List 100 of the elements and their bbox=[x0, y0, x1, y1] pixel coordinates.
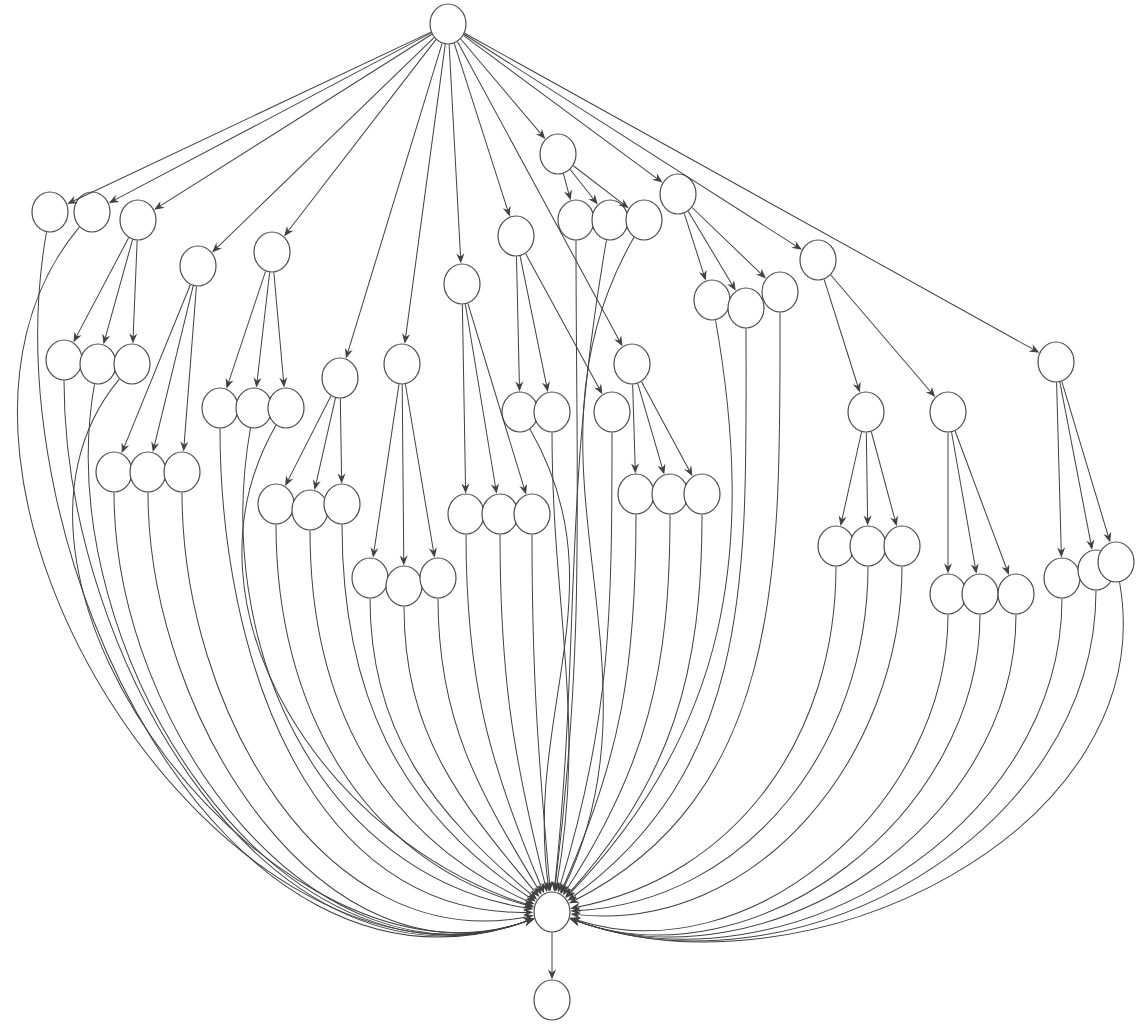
circle-node bbox=[883, 525, 921, 567]
arrow bbox=[338, 398, 345, 483]
circle-node bbox=[235, 387, 273, 429]
arrow bbox=[565, 514, 703, 897]
circle-node bbox=[997, 573, 1035, 615]
arrow bbox=[557, 432, 613, 892]
arrow bbox=[463, 33, 802, 250]
circle-node bbox=[119, 199, 157, 241]
circle-node bbox=[257, 483, 295, 525]
arrow bbox=[951, 431, 979, 573]
arrow bbox=[1056, 382, 1065, 557]
arrow bbox=[691, 207, 766, 279]
arrow bbox=[551, 432, 570, 891]
arrow bbox=[562, 173, 572, 200]
arrow bbox=[465, 534, 545, 893]
circle-node bbox=[1037, 341, 1075, 383]
arrow bbox=[529, 428, 571, 891]
arrow bbox=[464, 32, 1039, 353]
arrow bbox=[515, 256, 523, 391]
circle-node bbox=[961, 573, 999, 615]
arrow bbox=[560, 514, 637, 893]
arrow bbox=[448, 44, 464, 263]
circle-node bbox=[693, 279, 731, 321]
circle-node bbox=[45, 339, 83, 381]
arrow bbox=[402, 43, 446, 343]
arrow bbox=[403, 606, 539, 897]
circle-node bbox=[323, 483, 361, 525]
arrow bbox=[457, 41, 623, 346]
arrow bbox=[275, 524, 534, 909]
arrow bbox=[285, 395, 332, 486]
circle-node bbox=[79, 343, 117, 385]
circle-node bbox=[557, 199, 595, 241]
arrow bbox=[864, 432, 871, 525]
circle-node bbox=[163, 451, 201, 493]
circle-node bbox=[533, 391, 571, 433]
arrow bbox=[525, 253, 603, 394]
arrow bbox=[273, 272, 287, 387]
arrow bbox=[309, 530, 534, 905]
arrow bbox=[437, 598, 542, 895]
arrow bbox=[400, 384, 408, 565]
circle-node bbox=[683, 473, 721, 515]
circle-node bbox=[847, 391, 885, 433]
arrow bbox=[254, 271, 271, 387]
arrow bbox=[154, 33, 433, 210]
circle-node bbox=[129, 451, 167, 493]
circle-node bbox=[513, 493, 551, 535]
arrow bbox=[683, 212, 707, 280]
arrow bbox=[370, 383, 400, 557]
circle-node bbox=[501, 391, 539, 433]
arrow bbox=[531, 534, 553, 891]
circle-node bbox=[267, 387, 305, 429]
arrow bbox=[464, 303, 499, 493]
circle-node bbox=[429, 3, 467, 45]
circle-node bbox=[385, 565, 423, 607]
arrow bbox=[369, 598, 537, 900]
circle-node bbox=[539, 133, 577, 175]
arrow bbox=[954, 430, 1010, 575]
circle-node bbox=[929, 573, 967, 615]
circle-node bbox=[591, 199, 629, 241]
circle-node bbox=[31, 191, 69, 233]
circle-node bbox=[1043, 557, 1081, 599]
arrow bbox=[313, 397, 336, 490]
circle-node bbox=[447, 493, 485, 535]
arrow bbox=[461, 304, 469, 493]
circle-node bbox=[625, 199, 663, 241]
arrow bbox=[572, 165, 629, 208]
arrow bbox=[499, 534, 549, 892]
circle-node bbox=[419, 557, 457, 599]
circle-node bbox=[497, 215, 535, 257]
arrow bbox=[870, 431, 898, 526]
arrow bbox=[563, 514, 671, 895]
circle-node bbox=[659, 173, 697, 215]
circle-node bbox=[321, 357, 359, 399]
arrow bbox=[1059, 381, 1094, 550]
circle-node bbox=[533, 891, 571, 933]
arrow bbox=[462, 34, 662, 183]
circle-node bbox=[817, 525, 855, 567]
circle-node bbox=[113, 343, 151, 385]
circle-node bbox=[253, 231, 291, 273]
circle-node bbox=[179, 245, 217, 287]
arrow bbox=[453, 42, 511, 216]
arrow bbox=[341, 524, 536, 902]
circle-node bbox=[443, 263, 481, 305]
arrow bbox=[73, 237, 130, 342]
arrow bbox=[519, 255, 550, 392]
circle-node bbox=[727, 287, 765, 329]
arrow bbox=[687, 210, 736, 291]
arrow bbox=[180, 286, 197, 451]
circle-node bbox=[651, 473, 689, 515]
circle-node bbox=[383, 343, 421, 385]
circle-node bbox=[799, 239, 837, 281]
circle-node bbox=[849, 525, 887, 567]
arrow bbox=[830, 274, 935, 397]
arrow bbox=[560, 236, 635, 894]
arrow bbox=[1061, 381, 1111, 542]
arrow bbox=[551, 239, 607, 891]
arrow bbox=[569, 169, 598, 204]
circle-node bbox=[95, 451, 133, 493]
arrow bbox=[345, 43, 443, 358]
circle-node bbox=[291, 489, 329, 531]
